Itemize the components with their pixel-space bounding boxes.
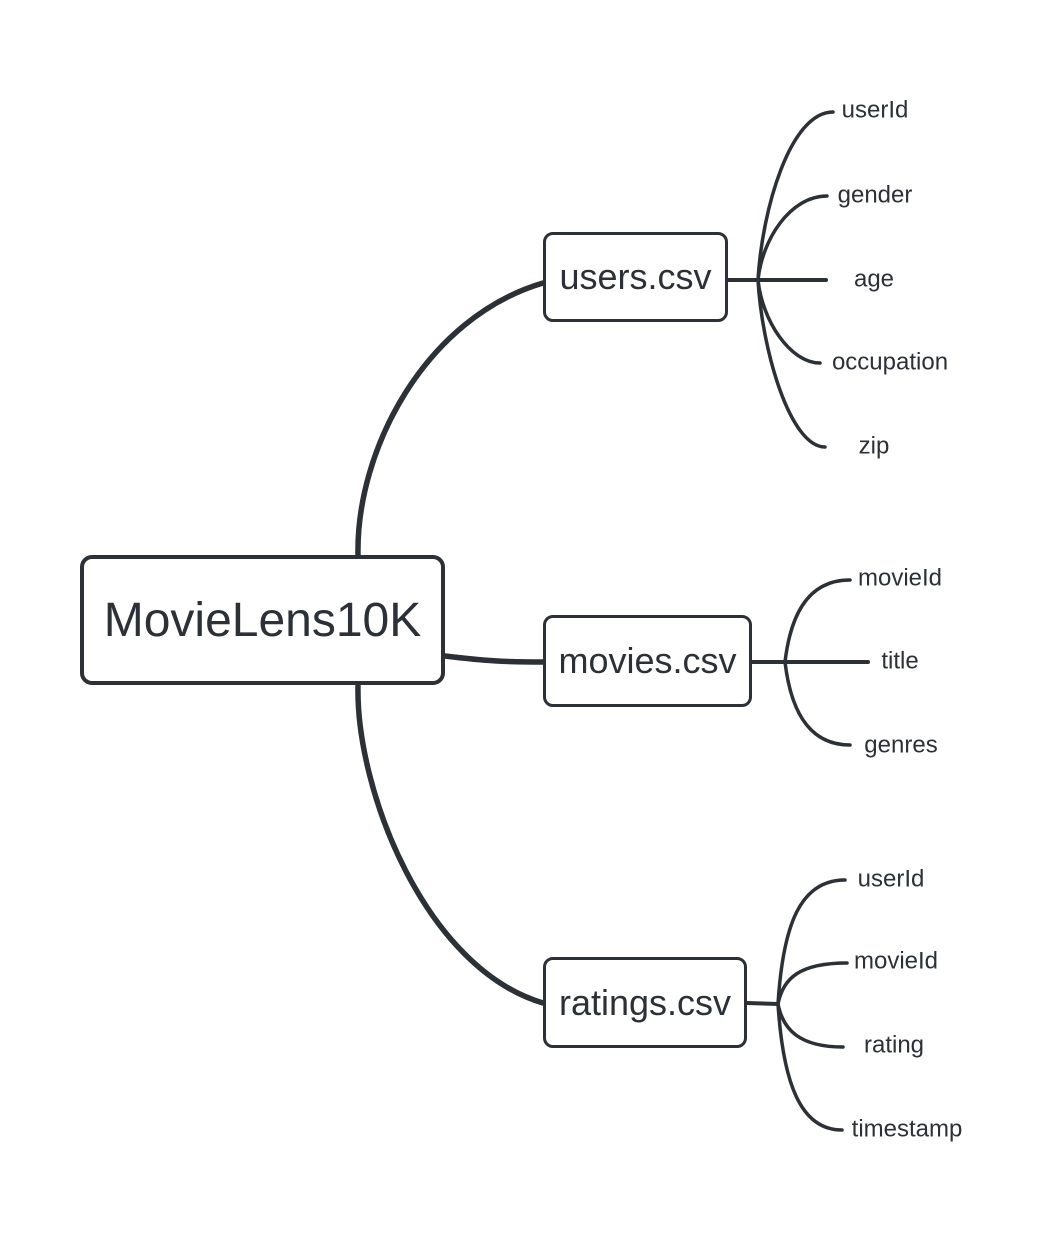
node-movies-csv[interactable]: movies.csv [543, 615, 752, 707]
users-field-gender[interactable]: gender [837, 181, 913, 209]
movies-field-genres[interactable]: genres [864, 731, 938, 759]
ratings-field-userid[interactable]: userId [857, 865, 925, 893]
node-users-csv-label: users.csv [559, 256, 712, 297]
node-movielens10k[interactable]: MovieLens10K [80, 555, 445, 685]
node-ratings-csv[interactable]: ratings.csv [543, 957, 747, 1048]
link-movies-movieid [783, 578, 852, 664]
users-field-occupation[interactable]: occupation [831, 348, 949, 376]
link-ratings-movieid [776, 961, 849, 1006]
movies-field-movieid[interactable]: movieId [857, 564, 943, 592]
link-ratings-rating [776, 1002, 845, 1049]
link-root-ratings [355, 683, 546, 1006]
link-movies-genres [783, 660, 852, 747]
link-root-movies [442, 653, 546, 665]
link-users-userid [756, 110, 835, 282]
link-ratings-timestamp [776, 1002, 844, 1132]
movies-field-title[interactable]: title [881, 647, 919, 675]
node-ratings-csv-label: ratings.csv [558, 981, 732, 1023]
link-users-gender [756, 194, 829, 282]
node-movies-csv-label: movies.csv [558, 640, 737, 681]
users-field-zip[interactable]: zip [858, 432, 890, 460]
users-field-age[interactable]: age [853, 265, 895, 293]
link-users-zip [756, 278, 827, 449]
link-root-users [355, 280, 546, 558]
node-users-csv[interactable]: users.csv [543, 232, 728, 322]
node-movielens10k-label: MovieLens10K [103, 593, 422, 647]
ratings-field-rating[interactable]: rating [863, 1031, 925, 1059]
link-ratings-stub [745, 1001, 780, 1006]
users-field-userid[interactable]: userId [841, 96, 909, 124]
ratings-field-movieid[interactable]: movieId [853, 947, 939, 975]
ratings-field-timestamp[interactable]: timestamp [851, 1115, 963, 1143]
link-ratings-userid [776, 878, 847, 1006]
